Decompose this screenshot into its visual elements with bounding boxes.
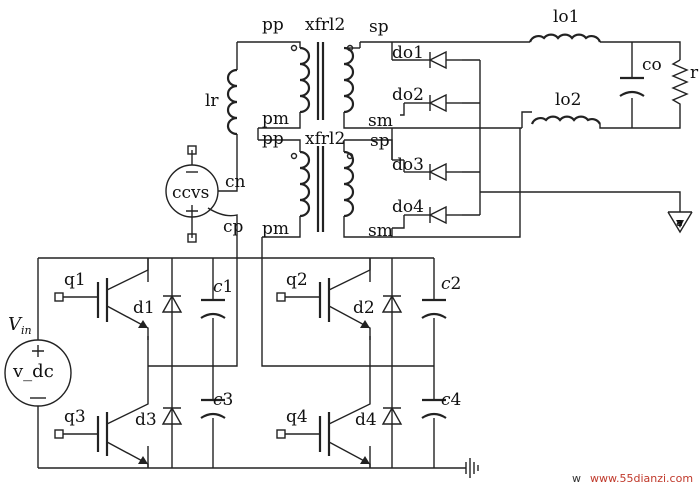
c4-letter: c [441,390,451,410]
do2-label: do2 [392,85,424,105]
igbt-q3 [54,398,149,468]
ccvs-label: ccvs [172,183,209,203]
c3-label: c3 [213,390,233,410]
do1-label: do1 [392,43,424,63]
transformer-top [237,41,400,129]
sm-label-bottom: sm [368,221,393,241]
q4-label: q4 [286,407,308,427]
capacitor-c2 [421,298,447,319]
ground-label: a [676,216,683,229]
pp-label-top: pp [262,15,284,35]
cp-label: cp [223,217,244,237]
c2-letter: c [441,274,451,294]
lo2-label: lo2 [555,90,582,110]
watermark-prefix: w [572,472,581,485]
pm-label-top: pm [262,109,289,129]
watermark-site: www.55dianzi.com [590,472,693,485]
diode-d3 [161,406,183,425]
c1-letter: c [213,277,223,297]
ccvs-source [165,145,238,258]
capacitor-co [619,76,645,97]
diode-d2 [381,294,403,313]
igbt-q2 [276,258,371,340]
igbt-q4 [276,398,371,468]
d3-label: d3 [135,410,157,430]
diode-do2 [420,93,462,113]
r-label: r [690,63,699,83]
c1-label: c1 [213,277,233,297]
co-label: co [642,55,662,75]
vdc-label: v_dc [12,361,54,382]
diode-do1 [420,50,462,70]
capacitor-c3 [200,398,226,419]
cn-label: cn [225,172,246,192]
xfr-bottom-label: xfrl2 [305,129,345,149]
sm-label-top: sm [368,111,393,131]
lr-label: lr [205,91,219,111]
q2-label: q2 [286,270,308,290]
c4-number: 4 [451,390,462,410]
q1-label: q1 [64,270,86,290]
vin-label: Vin [8,314,32,337]
sp-label-bottom: sp [370,131,390,151]
d2-label: d2 [353,298,375,318]
inductor-lr [226,42,238,168]
do4-label: do4 [392,197,424,217]
d4-label: d4 [355,410,377,430]
pp-label-bottom: pp [262,129,284,149]
inductor-lo1 [528,33,602,43]
diode-do3 [420,162,462,182]
c3-letter: c [213,390,223,410]
resistor-r [671,59,689,108]
c3-number: 3 [223,390,234,410]
vin-subscript: in [21,324,32,337]
c1-number: 1 [223,277,234,297]
dc-rails [37,237,466,469]
ground-bottom-icon [465,458,479,478]
do3-label: do3 [392,155,424,175]
c2-label: c2 [441,274,461,294]
capacitor-c4 [421,398,447,419]
inductor-lo2 [530,115,601,125]
ground-icon [667,211,693,234]
transformer-bottom [258,139,393,238]
sp-label-top: sp [369,17,389,37]
d1-label: d1 [133,298,155,318]
capacitor-c1 [200,298,226,319]
diode-d1 [161,294,183,313]
igbt-q1 [54,258,149,340]
q3-label: q3 [64,407,86,427]
dc-source [4,339,72,407]
pm-label-bottom: pm [262,219,289,239]
c4-label: c4 [441,390,461,410]
vin-letter: V [8,314,23,335]
diode-d4 [381,406,403,425]
diode-do4 [420,205,462,225]
c2-number: 2 [451,274,462,294]
output-wiring [391,41,681,238]
xfr-top-label: xfrl2 [305,15,345,35]
lo1-label: lo1 [553,7,580,27]
